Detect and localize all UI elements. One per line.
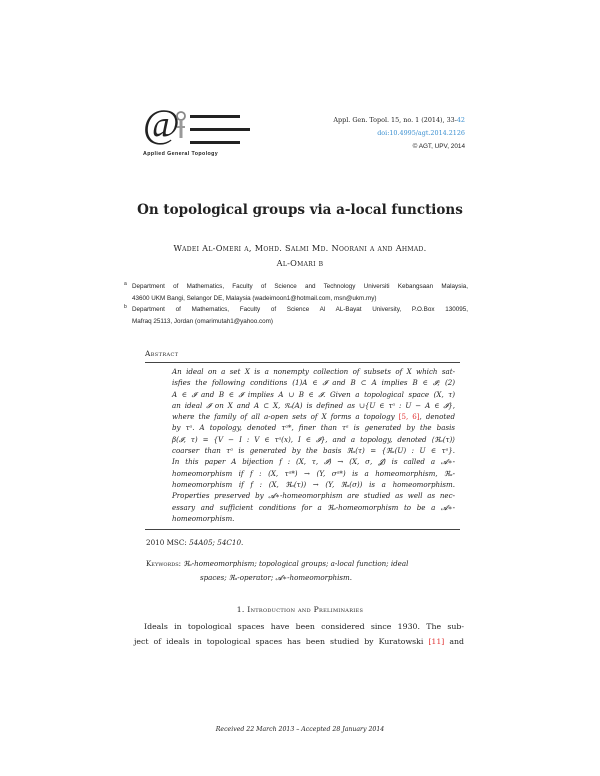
affiliation-line: Department of Mathematics, Faculty of Sc… <box>132 283 468 290</box>
authors-line: Wadei Al-Omeri a, Mohd. Salmi Md. Nooran… <box>173 243 427 253</box>
received-accepted-footer: Received 22 March 2013 – Accepted 28 Jan… <box>215 726 385 733</box>
authors: Wadei Al-Omeri a, Mohd. Salmi Md. Nooran… <box>120 241 480 271</box>
journal-logo-text: Applied General Topology <box>143 151 219 157</box>
abstract-line: Properties preserved by 𝓐∗-homeomorphism… <box>172 491 455 501</box>
abstract-top-rule <box>145 362 460 364</box>
abstract-line: isfies the following conditions (1)A ∈ 𝓘… <box>172 378 455 388</box>
abstract-line: essary and sufficient conditions for a ℜ… <box>172 502 455 512</box>
affiliation: a Department of Mathematics, Faculty of … <box>124 281 468 304</box>
authors-line: Al-Omari b <box>276 258 324 268</box>
affiliations: a Department of Mathematics, Faculty of … <box>124 281 468 327</box>
abstract-line: by τᵃ. A topology, denoted τᵃ*, finer th… <box>172 423 455 433</box>
copyright: © AGT, UPV, 2014 <box>412 143 465 150</box>
msc-label: 2010 MSC: <box>146 538 187 547</box>
abstract-line: where the family of all a-open sets of X… <box>172 412 455 422</box>
body-text-segment: ject of ideals in topological spaces has… <box>134 637 429 646</box>
abstract-line: homeomorphism if f : (X, τᵃ*) → (Y, σᵃ*)… <box>172 468 455 478</box>
doi-link[interactable]: doi:10.4995/agt.2014.2126 <box>377 129 465 137</box>
last-page-link[interactable]: 42 <box>456 116 465 124</box>
citation-link[interactable]: [5, 6] <box>398 412 420 422</box>
abstract-line: In this paper A bijection f : (X, τ, 𝓘) … <box>172 457 455 467</box>
body-line: ject of ideals in topological spaces has… <box>134 634 464 649</box>
msc-value: 54A05; 54C10. <box>189 538 244 547</box>
body-text: Ideals in topological spaces have been c… <box>134 619 464 649</box>
logo-bar <box>190 115 240 118</box>
journal-logo-at-symbol: @ <box>143 101 180 146</box>
paper-title: On topological groups via a-local functi… <box>137 202 463 218</box>
affiliation-line: Department of Mathematics, Faculty of Sc… <box>132 306 468 313</box>
affiliation-line: 43600 UKM Bangi, Selangor DE, Malaysia (… <box>132 294 377 302</box>
abstract-line: an ideal 𝓘 on X and A ⊂ X, ℜₐ(A) is defi… <box>172 400 455 410</box>
abstract-line: A ∈ 𝓘 and B ∈ 𝓘 implies A ∪ B ∈ 𝓘. Given… <box>172 389 455 399</box>
keywords-line: ℜₐ-homeomorphism; topological groups; a-… <box>183 559 409 568</box>
keywords: Keywords: ℜₐ-homeomorphism; topological … <box>146 557 466 584</box>
affiliation-mark: b <box>124 304 127 310</box>
affiliation-line: Mafraq 25113, Jordan (omarimutah1@yahoo.… <box>132 317 274 325</box>
section-heading: 1. Introduction and Preliminaries <box>236 605 364 614</box>
citation: Appl. Gen. Topol. 15, no. 1 (2014), 33-4… <box>333 114 465 127</box>
abstract-text: An ideal on a set X is a nonempty collec… <box>172 366 455 524</box>
abstract-heading: Abstract <box>145 349 179 358</box>
journal-logo-key-icon <box>176 111 186 138</box>
abstract-line: homeomorphism if f : (X, ℜₐ(τ)) → (Y, ℜₐ… <box>172 479 455 489</box>
keywords-label: Keywords: <box>146 559 182 568</box>
abstract-line: homeomorphism. <box>172 513 235 523</box>
abstract-line: β(𝓘, τ) = {V − I : V ∈ τᵃ(x), I ∈ 𝓘}, an… <box>172 434 455 444</box>
citation-text: Appl. Gen. Topol. 15, no. 1 (2014), 33- <box>333 116 457 124</box>
body-text-segment: and <box>444 637 465 646</box>
abstract-line: coarser than τᵃ is generated by the basi… <box>172 446 455 456</box>
abstract-bottom-rule <box>145 529 460 531</box>
citation-link[interactable]: [11] <box>428 637 445 646</box>
body-line: Ideals in topological spaces have been c… <box>144 622 464 631</box>
msc: 2010 MSC: 54A05; 54C10. <box>146 538 243 547</box>
logo-bar <box>190 128 250 131</box>
abstract-line: An ideal on a set X is a nonempty collec… <box>172 367 455 376</box>
affiliation: b Department of Mathematics, Faculty of … <box>124 304 468 327</box>
affiliation-mark: a <box>124 281 127 287</box>
logo-bar <box>190 141 240 144</box>
keywords-line: spaces; ℜₐ-operator; 𝓐∗-homeomorphism. <box>200 572 352 582</box>
